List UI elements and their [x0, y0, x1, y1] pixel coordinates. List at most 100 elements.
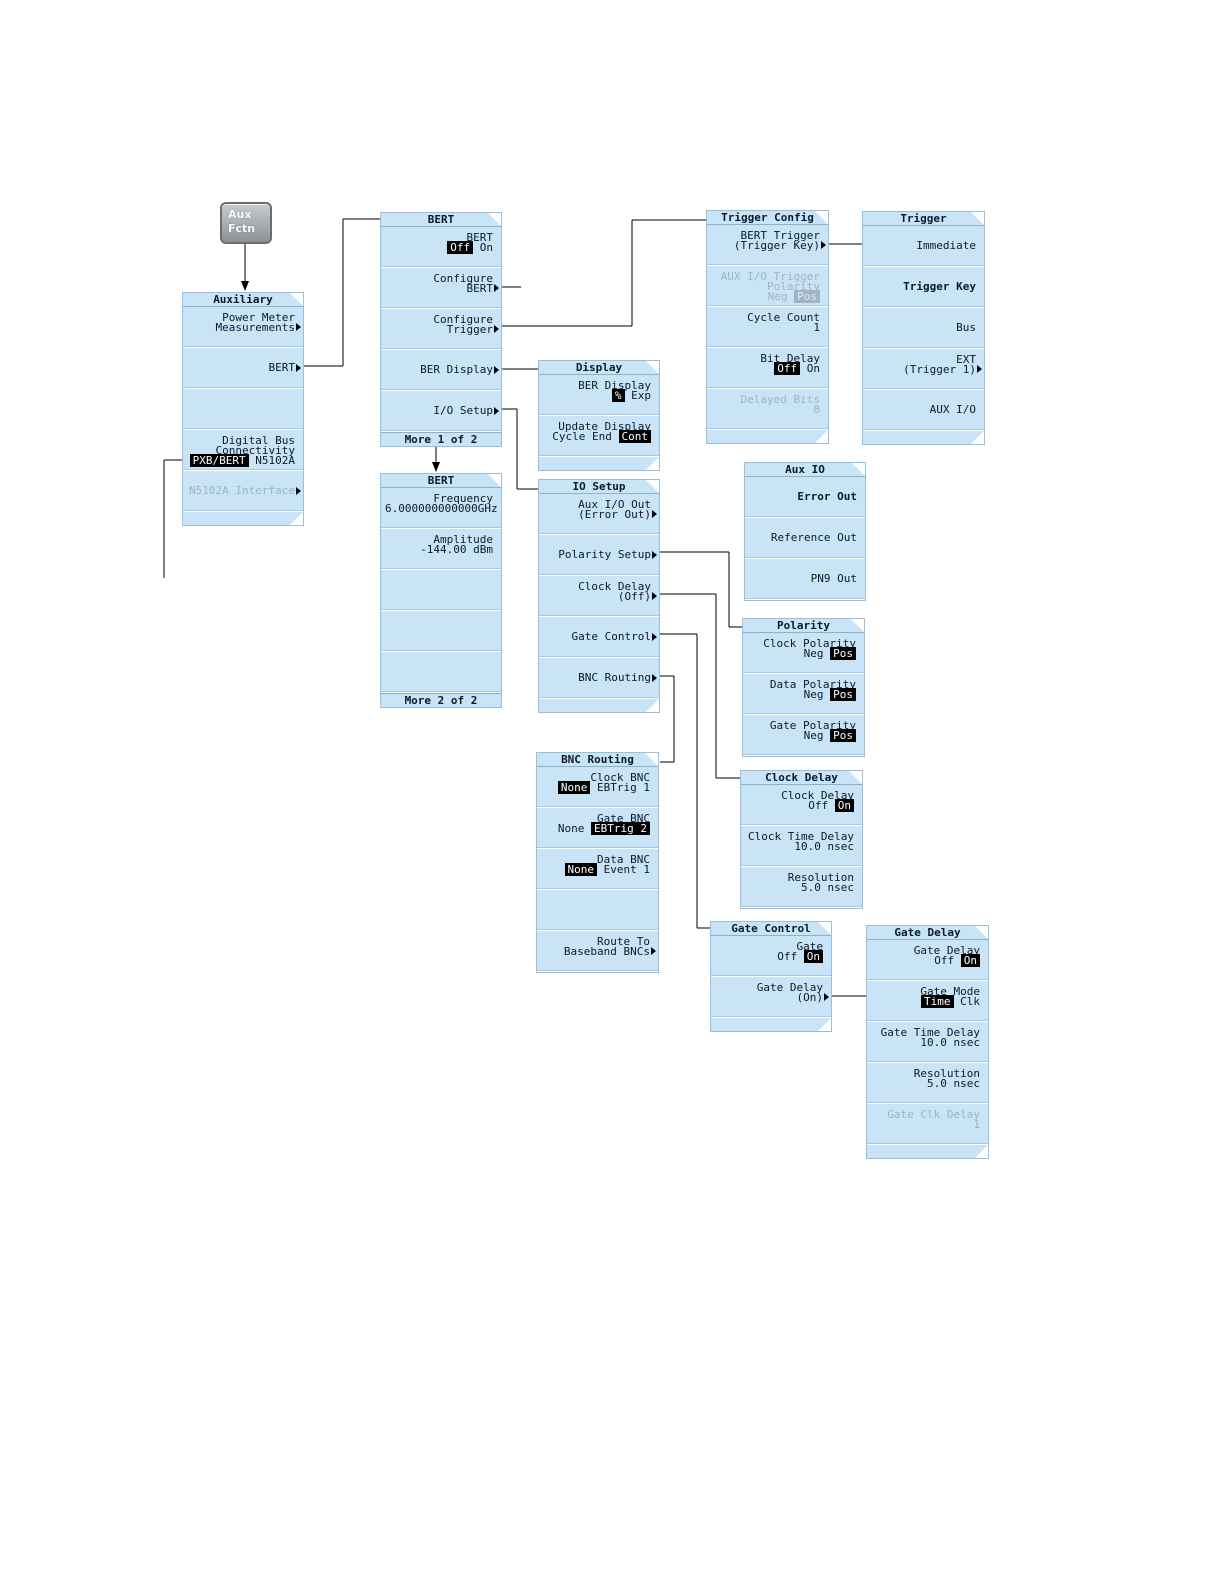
softkey-bert[interactable]: BERT — [183, 348, 303, 389]
state-on: On — [806, 362, 820, 375]
option-neg: Neg — [803, 647, 824, 660]
softkey-blank — [381, 611, 501, 652]
softkey-immediate[interactable]: Immediate — [863, 226, 984, 267]
option-none: None — [557, 781, 591, 794]
softkey-trigger-key[interactable]: Trigger Key — [863, 267, 984, 308]
softkey-reference-out[interactable]: Reference Out — [745, 518, 865, 559]
softkey-configure-trigger[interactable]: Configure Trigger — [381, 309, 501, 350]
menu-footer — [863, 431, 984, 444]
option-percent: % — [611, 389, 625, 402]
state-off: Off — [774, 362, 801, 375]
option-clk: Clk — [960, 995, 980, 1008]
menu-title: IO Setup — [539, 480, 659, 494]
softkey-frequency[interactable]: Frequency 6.000000000000GHz — [381, 488, 501, 529]
menu-footer — [711, 1018, 831, 1031]
softkey-blank — [381, 570, 501, 611]
softkey-gate-control[interactable]: Gate Control — [539, 617, 659, 658]
softkey-data-bnc[interactable]: Data BNC None Event 1 — [537, 849, 658, 890]
softkey-digital-bus[interactable]: Digital Bus Connectivity PXB/BERT N5102A — [183, 430, 303, 471]
option-pos: Pos — [830, 729, 856, 742]
softkey-io-setup[interactable]: I/O Setup — [381, 391, 501, 432]
option-ebtrig1: EBTrig 1 — [597, 781, 650, 794]
softkey-gate-time-delay[interactable]: Gate Time Delay 10.0 nsec — [867, 1022, 988, 1063]
state-on: On — [834, 799, 854, 812]
io-setup-menu: IO Setup Aux I/O Out (Error Out) Polarit… — [538, 479, 660, 713]
softkey-aux-io-trigger-polarity[interactable]: AUX I/O Trigger Polarity Neg Pos — [707, 266, 828, 307]
menu-title: BERT — [381, 213, 501, 227]
softkey-clock-delay-onoff[interactable]: Clock Delay Off On — [741, 785, 862, 826]
menu-title: Aux IO — [745, 463, 865, 477]
option-neg: Neg — [767, 290, 788, 303]
softkey-clock-polarity[interactable]: Clock Polarity Neg Pos — [743, 633, 864, 674]
option-none: None — [557, 822, 585, 835]
softkey-route-to-baseband[interactable]: Route To Baseband BNCs — [537, 931, 658, 972]
display-menu: Display BER Display % Exp Update Display… — [538, 360, 660, 471]
state-off: Off — [808, 799, 829, 812]
softkey-gate-mode[interactable]: Gate Mode Time Clk — [867, 981, 988, 1022]
option-time: Time — [921, 995, 954, 1008]
menu-title: Polarity — [743, 619, 864, 633]
hardkey-line1: Aux — [228, 208, 252, 221]
more-indicator[interactable]: More 1 of 2 — [381, 432, 501, 446]
menu-title: BNC Routing — [537, 753, 658, 767]
softkey-update-display[interactable]: Update Display Cycle End Cont — [539, 416, 659, 457]
menu-title: Gate Control — [711, 922, 831, 936]
aux-fctn-hardkey[interactable]: Aux Fctn — [220, 202, 272, 244]
softkey-clock-delay[interactable]: Clock Delay (Off) — [539, 576, 659, 617]
option-neg: Neg — [803, 688, 824, 701]
menu-title: Trigger Config — [707, 211, 828, 225]
menu-footer — [539, 699, 659, 712]
state-on: On — [960, 954, 980, 967]
softkey-bit-delay[interactable]: Bit Delay Off On — [707, 348, 828, 389]
softkey-aux-io[interactable]: AUX I/O — [863, 390, 984, 431]
option-pos: Pos — [830, 688, 856, 701]
option-cycle-end: Cycle End — [552, 430, 612, 443]
state-off: Off — [934, 954, 955, 967]
state-on: On — [803, 950, 823, 963]
softkey-pn9-out[interactable]: PN9 Out — [745, 559, 865, 600]
softkey-bus[interactable]: Bus — [863, 308, 984, 349]
option-exp: Exp — [631, 389, 651, 402]
softkey-blank — [381, 652, 501, 693]
option-neg: Neg — [803, 729, 824, 742]
softkey-amplitude[interactable]: Amplitude -144.00 dBm — [381, 529, 501, 570]
softkey-gate-onoff[interactable]: Gate Off On — [711, 936, 831, 977]
softkey-data-polarity[interactable]: Data Polarity Neg Pos — [743, 674, 864, 715]
softkey-polarity-setup[interactable]: Polarity Setup — [539, 535, 659, 576]
softkey-configure-bert[interactable]: Configure BERT — [381, 268, 501, 309]
state-on: On — [479, 241, 493, 254]
softkey-delayed-bits[interactable]: Delayed Bits 0 — [707, 389, 828, 430]
softkey-power-meter[interactable]: Power Meter Measurements — [183, 307, 303, 348]
gate-delay-menu: Gate Delay Gate Delay Off On Gate Mode T… — [866, 925, 989, 1159]
softkey-bert-trigger[interactable]: BERT Trigger (Trigger Key) — [707, 225, 828, 266]
softkey-aux-io-out[interactable]: Aux I/O Out (Error Out) — [539, 494, 659, 535]
softkey-error-out[interactable]: Error Out — [745, 477, 865, 518]
softkey-gate-delay-onoff[interactable]: Gate Delay Off On — [867, 940, 988, 981]
softkey-n5102a-interface[interactable]: N5102A Interface — [183, 471, 303, 512]
softkey-bert-onoff[interactable]: BERT Off On — [381, 227, 501, 268]
more-indicator[interactable]: More 2 of 2 — [381, 693, 501, 707]
clock-delay-menu: Clock Delay Clock Delay Off On Clock Tim… — [740, 770, 863, 909]
option-none: None — [564, 863, 598, 876]
softkey-bnc-routing[interactable]: BNC Routing — [539, 658, 659, 699]
softkey-clock-time-delay[interactable]: Clock Time Delay 10.0 nsec — [741, 826, 862, 867]
softkey-resolution[interactable]: Resolution 5.0 nsec — [741, 867, 862, 908]
bert-menu-page2: BERT Frequency 6.000000000000GHz Amplitu… — [380, 473, 502, 708]
softkey-gate-clk-delay[interactable]: Gate Clk Delay 1 — [867, 1104, 988, 1145]
softkey-ext-trigger[interactable]: EXT (Trigger 1) — [863, 349, 984, 390]
trigger-menu: Trigger Immediate Trigger Key Bus EXT (T… — [862, 211, 985, 445]
option-cont: Cont — [618, 430, 651, 443]
softkey-clock-bnc[interactable]: Clock BNC None EBTrig 1 — [537, 767, 658, 808]
hardkey-line2: Fctn — [228, 222, 256, 235]
softkey-resolution[interactable]: Resolution 5.0 nsec — [867, 1063, 988, 1104]
softkey-gate-bnc[interactable]: Gate BNC None EBTrig 2 — [537, 808, 658, 849]
trigger-config-menu: Trigger Config BERT Trigger (Trigger Key… — [706, 210, 829, 444]
option-ebtrig2: EBTrig 2 — [591, 822, 650, 835]
softkey-ber-display[interactable]: BER Display — [381, 350, 501, 391]
softkey-cycle-count[interactable]: Cycle Count 1 — [707, 307, 828, 348]
auxiliary-menu: Auxiliary Power Meter Measurements BERT … — [182, 292, 304, 526]
softkey-gate-delay[interactable]: Gate Delay (On) — [711, 977, 831, 1018]
option-pxb-bert: PXB/BERT — [189, 454, 249, 467]
softkey-ber-display-format[interactable]: BER Display % Exp — [539, 375, 659, 416]
softkey-gate-polarity[interactable]: Gate Polarity Neg Pos — [743, 715, 864, 756]
